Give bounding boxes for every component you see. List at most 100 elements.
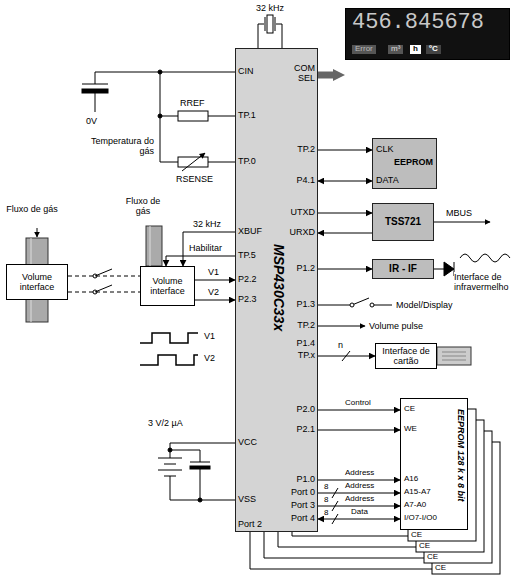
pin-label: TP.0 bbox=[238, 156, 256, 166]
node-text: EEPROM 128 k x 8 bit bbox=[455, 409, 465, 502]
pin-label: Port 4 bbox=[291, 513, 315, 523]
ir-led bbox=[460, 254, 510, 262]
crystal bbox=[267, 15, 273, 33]
cin-capacitor bbox=[82, 89, 108, 93]
mode-switch bbox=[350, 303, 354, 307]
node-text: IR - IF bbox=[389, 263, 417, 275]
cin-capacitor bbox=[82, 72, 235, 112]
text-label: n bbox=[338, 340, 343, 350]
edge-label: Habilitar bbox=[188, 244, 223, 254]
pin-label: URXD bbox=[289, 227, 315, 237]
pin-label: VSS bbox=[238, 494, 256, 504]
ir-led bbox=[444, 262, 454, 276]
edge-label: Control bbox=[344, 399, 372, 408]
eeprom-chip: CEWEEEPROM 128 k x 8 bitA16A15-A7A7-A0I/… bbox=[400, 398, 468, 530]
battery-supply bbox=[190, 466, 210, 469]
process-box: Volume interface bbox=[6, 264, 68, 300]
text-label: 32 kHz bbox=[250, 3, 290, 13]
pin-label: TP.2 bbox=[297, 320, 315, 330]
text-label: 0V bbox=[86, 116, 97, 126]
pin-label: TP.2 bbox=[297, 144, 315, 154]
edge-label: 32 kHz bbox=[192, 220, 222, 230]
pin-label: XBUF bbox=[238, 226, 262, 236]
smart-card bbox=[437, 347, 471, 365]
text-label: Volume pulse bbox=[369, 321, 423, 331]
connector bbox=[318, 233, 372, 234]
node-text: MSP430C33x bbox=[271, 244, 286, 331]
text-label: 8 bbox=[324, 509, 328, 518]
connector bbox=[318, 150, 372, 151]
connector bbox=[318, 181, 372, 182]
sensor-network bbox=[158, 70, 235, 171]
gas-pipe bbox=[37, 228, 38, 237]
text-label: 3 V/2 µA bbox=[148, 418, 183, 428]
connector bbox=[318, 72, 333, 79]
mode-switch bbox=[318, 298, 392, 307]
node-text: Volume interface bbox=[9, 272, 65, 293]
pin-label: VCC bbox=[238, 437, 257, 447]
node-text: I/O7-I/O0 bbox=[404, 514, 437, 523]
node-text: CLK bbox=[376, 145, 394, 155]
connector bbox=[195, 280, 235, 281]
pin-label: TP.5 bbox=[238, 250, 256, 260]
volume-pulse-arrow bbox=[318, 326, 365, 327]
edge-label: V1 bbox=[207, 268, 220, 278]
mode-switch bbox=[370, 303, 374, 307]
switch-symbol bbox=[93, 269, 112, 294]
connector bbox=[318, 269, 372, 270]
process-box: Interface de cartão bbox=[375, 343, 437, 369]
waveform bbox=[140, 333, 198, 343]
pin-label: CE bbox=[435, 564, 446, 573]
pin-label: P1.4 bbox=[296, 338, 315, 348]
switch-symbol bbox=[95, 285, 112, 292]
pin-label: CIN bbox=[238, 66, 254, 76]
pin-label: TP.1 bbox=[238, 110, 256, 120]
text-label: RREF bbox=[180, 98, 205, 108]
connector bbox=[195, 300, 235, 301]
pin-label: CE bbox=[411, 531, 422, 540]
crystal bbox=[258, 15, 282, 48]
node-text: 456.845678 bbox=[352, 11, 484, 35]
node-text: TSS721 bbox=[385, 216, 421, 228]
node-text: Error bbox=[352, 45, 376, 54]
node-text: Interface de cartão bbox=[378, 346, 434, 367]
pin-label: COM SEL bbox=[285, 63, 315, 84]
pin-label: P1.2 bbox=[296, 263, 315, 273]
process-box: IR - IF bbox=[372, 259, 434, 279]
pin-label: CE bbox=[427, 553, 438, 562]
pin-label: P2.1 bbox=[296, 424, 315, 434]
pin-label: P1.3 bbox=[296, 299, 315, 309]
microcontroller: MSP430C33x bbox=[235, 48, 318, 532]
port2-wires bbox=[250, 532, 432, 569]
pin-label: P1.0 bbox=[296, 474, 315, 484]
node-text: EEPROM bbox=[394, 158, 433, 168]
pin-label: UTXD bbox=[291, 207, 316, 217]
waveform bbox=[140, 333, 198, 365]
process-box: Volume interface bbox=[140, 266, 195, 306]
connector bbox=[68, 276, 140, 277]
connector bbox=[318, 356, 375, 357]
node-text: h bbox=[410, 45, 421, 54]
node-text: m³ bbox=[388, 45, 403, 54]
node-text: CE bbox=[404, 405, 415, 414]
edge-label: Address bbox=[344, 482, 375, 491]
volume-pulse-arrow bbox=[318, 326, 365, 327]
battery-supply bbox=[158, 443, 235, 500]
node-text: WE bbox=[404, 425, 417, 434]
mbus-arrow bbox=[434, 222, 490, 223]
eeprom-box: CLKEEPROMDATA bbox=[372, 138, 437, 189]
edge-label: V2 bbox=[207, 288, 220, 298]
port2-wires bbox=[250, 532, 432, 569]
edge-label: Address bbox=[344, 469, 375, 478]
connector bbox=[166, 256, 235, 266]
mbus-arrow bbox=[434, 222, 490, 223]
edge-label: Address bbox=[344, 495, 375, 504]
connector bbox=[318, 430, 400, 431]
connector bbox=[318, 213, 372, 214]
connector bbox=[318, 480, 400, 481]
connector bbox=[318, 493, 400, 494]
pin-label: P4.1 bbox=[296, 175, 315, 185]
battery-supply bbox=[198, 498, 202, 502]
text-label: 8 bbox=[324, 483, 328, 492]
connector bbox=[318, 410, 400, 411]
